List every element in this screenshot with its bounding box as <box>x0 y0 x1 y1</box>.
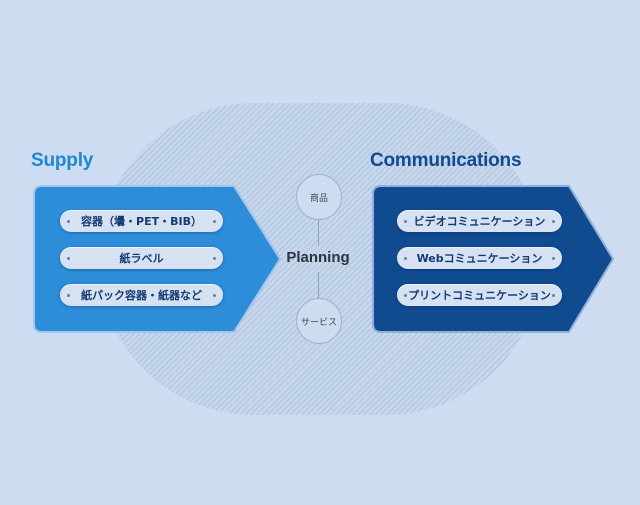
bullet-dot-icon <box>404 294 407 297</box>
communications-item: ビデオコミュニケーション <box>397 210 562 232</box>
supply-title: Supply <box>31 150 94 171</box>
planning-label: Planning <box>286 249 350 266</box>
communications-item: Webコミュニケーション <box>397 247 562 269</box>
bullet-dot-icon <box>552 220 555 223</box>
bullet-dot-icon <box>213 257 216 260</box>
bullet-dot-icon <box>404 220 407 223</box>
bullet-dot-icon <box>552 294 555 297</box>
planning-top-circle: 商品 <box>296 174 342 220</box>
bullet-dot-icon <box>404 257 407 260</box>
bullet-dot-icon <box>213 220 216 223</box>
planning-bottom-circle: サービス <box>296 298 342 344</box>
communications-item-label: ビデオコミュニケーション <box>413 215 546 228</box>
connector-line <box>318 220 319 246</box>
supply-item: 紙パック容器・紙器など <box>60 284 223 306</box>
supply-item-label: 容器（壜・PET・BIB） <box>81 215 202 228</box>
connector-line <box>318 272 319 298</box>
bullet-dot-icon <box>213 294 216 297</box>
bullet-dot-icon <box>552 257 555 260</box>
bullet-dot-icon <box>67 294 70 297</box>
bullet-dot-icon <box>67 257 70 260</box>
communications-item: プリントコミュニケーション <box>397 284 562 306</box>
communications-item-label: Webコミュニケーション <box>416 252 543 265</box>
supply-item: 紙ラベル <box>60 247 223 269</box>
communications-item-label: プリントコミュニケーション <box>408 289 551 302</box>
communications-title: Communications <box>370 150 522 171</box>
bullet-dot-icon <box>67 220 70 223</box>
supply-item-label: 紙ラベル <box>119 252 164 265</box>
supply-item-label: 紙パック容器・紙器など <box>81 289 202 302</box>
supply-item: 容器（壜・PET・BIB） <box>60 210 223 232</box>
